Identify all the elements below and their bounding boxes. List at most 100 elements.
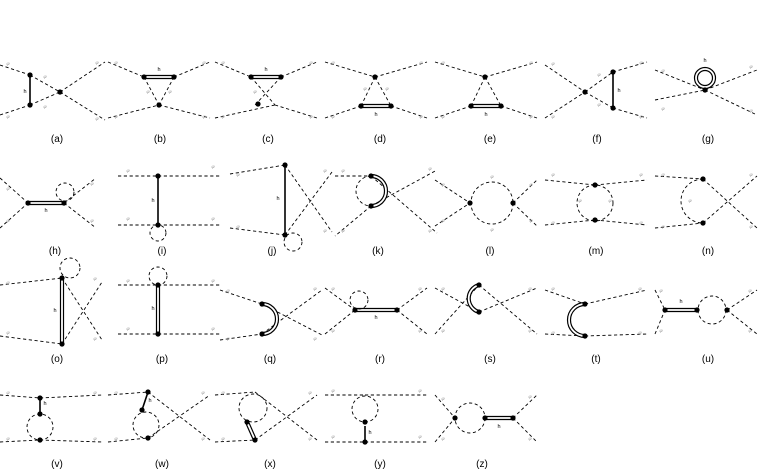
scalar-propagator bbox=[434, 105, 472, 119]
field-label: φ bbox=[331, 389, 335, 394]
field-label: φ bbox=[323, 229, 327, 234]
field-label: φ bbox=[748, 329, 752, 334]
vertex-dot bbox=[59, 341, 65, 347]
field-label: φ bbox=[114, 115, 118, 120]
vertex-dot bbox=[467, 200, 473, 206]
vertex-dot bbox=[724, 307, 730, 313]
scalar-propagator bbox=[434, 179, 471, 204]
field-label: φ bbox=[490, 175, 494, 180]
vertex-dot bbox=[278, 74, 284, 80]
scalar-propagator bbox=[370, 175, 438, 234]
field-label: φ bbox=[168, 90, 172, 95]
scalar-propagator bbox=[254, 394, 318, 441]
scalar-propagator bbox=[0, 335, 63, 345]
vertex-dot bbox=[476, 309, 482, 315]
field-label: φ bbox=[309, 115, 313, 120]
panel-caption: (n) bbox=[702, 246, 714, 257]
field-label: φ bbox=[551, 331, 555, 336]
scalar-propagator bbox=[594, 219, 648, 226]
scalar-propagator bbox=[544, 219, 596, 226]
scalar-propagator bbox=[158, 76, 175, 106]
panel-caption: (v) bbox=[51, 459, 63, 469]
h-label: h bbox=[53, 308, 56, 314]
field-label: φ bbox=[313, 337, 317, 342]
vertex-dot bbox=[155, 222, 161, 228]
scalar-propagator bbox=[374, 76, 392, 107]
field-label: φ bbox=[331, 115, 335, 120]
field-label: φ bbox=[43, 75, 47, 80]
field-label: φ bbox=[418, 287, 422, 292]
field-label: φ bbox=[441, 287, 445, 292]
panel-caption: (t) bbox=[591, 354, 600, 365]
field-label: φ bbox=[331, 287, 335, 292]
vertex-dot bbox=[248, 74, 254, 80]
h-label: h bbox=[679, 299, 682, 305]
scalar-propagator bbox=[107, 61, 145, 78]
field-label: φ bbox=[638, 287, 642, 292]
scalar-loop bbox=[148, 266, 168, 286]
scalar-propagator bbox=[512, 202, 538, 227]
panel-caption: (b) bbox=[154, 134, 166, 145]
scalar-propagator bbox=[39, 394, 103, 399]
h-label: h bbox=[44, 208, 47, 214]
field-label: φ bbox=[253, 90, 257, 95]
scalar-propagator bbox=[390, 105, 428, 119]
field-label: φ bbox=[331, 435, 335, 440]
scalar-propagator bbox=[654, 222, 704, 229]
scalar-propagator bbox=[280, 61, 318, 78]
vertex-dot bbox=[582, 89, 588, 95]
field-label: φ bbox=[597, 73, 601, 78]
field-label: φ bbox=[201, 437, 205, 442]
panel-caption: (d) bbox=[374, 134, 386, 145]
field-label: φ bbox=[659, 289, 663, 294]
scalar-propagator bbox=[484, 76, 502, 107]
h-label: h bbox=[151, 306, 154, 312]
vertex-dot bbox=[388, 103, 394, 109]
field-label: φ bbox=[126, 217, 130, 222]
field-label: φ bbox=[221, 437, 225, 442]
field-label: φ bbox=[428, 229, 432, 234]
scalar-propagator bbox=[61, 281, 103, 345]
scalar-propagator bbox=[63, 177, 97, 204]
scalar-propagator bbox=[61, 277, 103, 341]
scalar-loop bbox=[55, 182, 75, 202]
field-label: φ bbox=[6, 187, 10, 192]
heavy-propagator-inner bbox=[467, 284, 480, 313]
field-label: φ bbox=[93, 337, 97, 342]
field-label: φ bbox=[221, 391, 225, 396]
scalar-propagator bbox=[0, 64, 31, 76]
vertex-dot bbox=[662, 307, 668, 313]
field-label: φ bbox=[551, 115, 555, 120]
field-label: φ bbox=[441, 183, 445, 188]
scalar-propagator bbox=[261, 289, 323, 335]
scalar-propagator bbox=[434, 61, 486, 78]
h-label: h bbox=[43, 401, 46, 407]
vertex-dot bbox=[259, 331, 265, 337]
field-label: φ bbox=[90, 182, 94, 187]
scalar-propagator bbox=[654, 289, 666, 311]
field-label: φ bbox=[6, 391, 10, 396]
field-label: φ bbox=[236, 173, 240, 178]
scalar-propagator bbox=[219, 333, 263, 341]
scalar-propagator bbox=[229, 164, 286, 175]
scalar-loop bbox=[351, 395, 379, 423]
field-label: φ bbox=[639, 173, 643, 178]
panel-caption: (y) bbox=[374, 459, 386, 469]
vertex-dot bbox=[700, 220, 706, 226]
vertex-dot bbox=[61, 200, 67, 206]
scalar-propagator bbox=[544, 64, 586, 93]
panel-caption: (o) bbox=[51, 354, 63, 365]
panel-caption: (q) bbox=[264, 354, 276, 365]
field-label: φ bbox=[578, 199, 582, 204]
vertex-dot bbox=[700, 176, 706, 182]
panel-caption: (u) bbox=[702, 354, 714, 365]
field-label: φ bbox=[749, 65, 753, 70]
field-label: φ bbox=[639, 115, 643, 120]
scalar-loop bbox=[132, 411, 160, 439]
vertex-dot bbox=[27, 102, 33, 108]
